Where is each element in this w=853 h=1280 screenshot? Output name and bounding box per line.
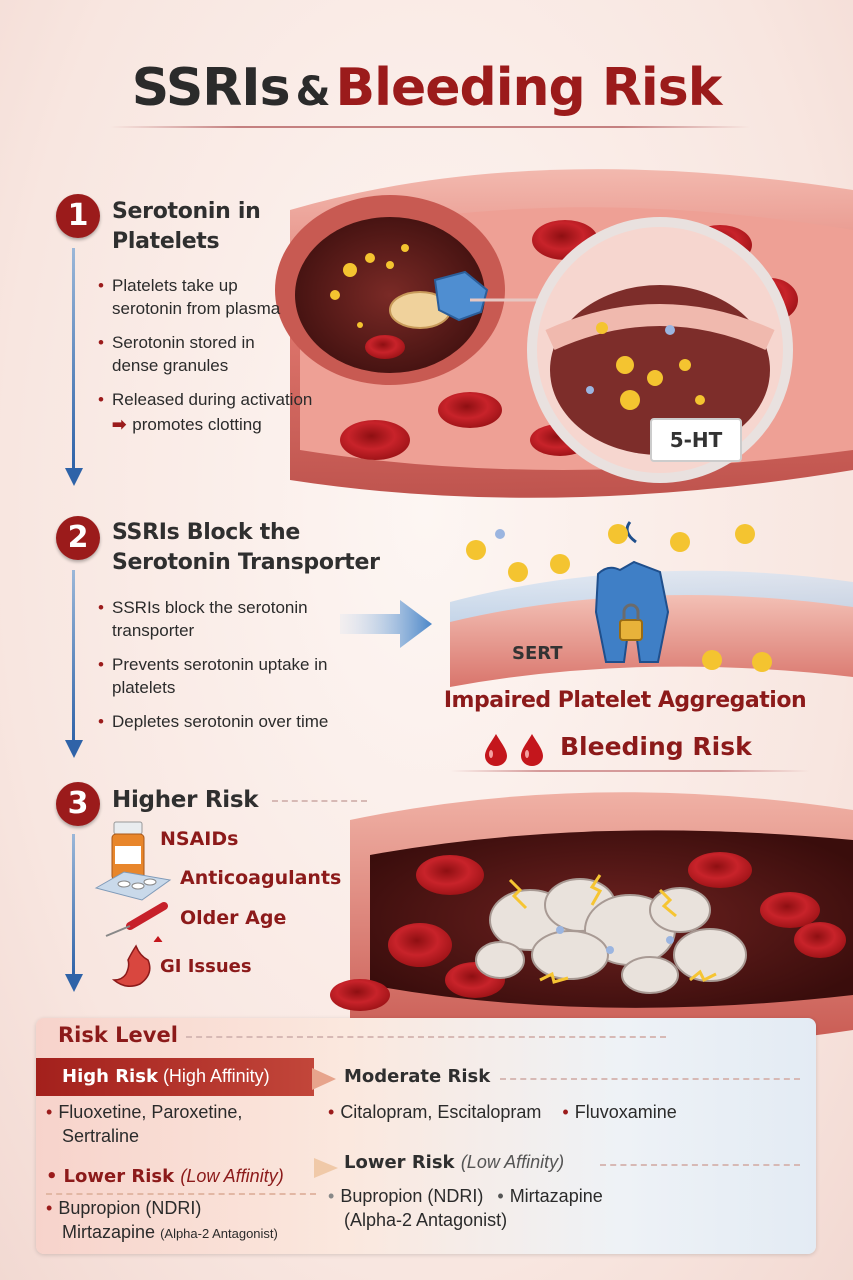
bullet-icon: • — [562, 1102, 569, 1122]
moderate-drugs1: Citalopram, Escitalopram — [340, 1102, 542, 1122]
moderate-drugs2: Fluvoxamine — [574, 1102, 677, 1122]
high-risk-heading: High Risk (High Affinity) — [62, 1066, 270, 1087]
lower-right-label: Lower Risk — [344, 1152, 455, 1173]
lower-right-drugs1: Bupropion (NDRI) — [340, 1186, 484, 1206]
section2-bullet: SSRIs block the serotonin transporter — [98, 596, 348, 642]
sert-label: SERT — [512, 643, 563, 664]
lower-risk-right-heading: Lower Risk (Low Affinity) — [344, 1152, 564, 1173]
right-arrow-icon: ➡ — [112, 415, 127, 434]
section3-title: Higher Risk — [112, 787, 259, 813]
section1-bullet: Platelets take up serotonin from plasma — [98, 274, 298, 320]
section1-title: Serotonin in Platelets — [112, 197, 261, 257]
moderate-risk-drugs: •Citalopram, Escitalopram •Fluvoxamine — [328, 1100, 677, 1124]
syringe-icon — [105, 902, 168, 942]
title-part2: Bleeding Risk — [335, 58, 723, 118]
risk-item-gi-issues: GI Issues — [160, 956, 252, 977]
lower-left-line2-note: (Alpha-2 Antagonist) — [160, 1226, 278, 1241]
serotonin-5ht-label: 5-HT — [650, 418, 742, 462]
clot-vessel-illustration — [330, 792, 853, 1048]
section2-bullet: Depletes serotonin over time — [98, 710, 348, 733]
bullet-icon: • — [328, 1186, 335, 1206]
moderate-divider — [500, 1078, 800, 1080]
bullet-icon: • — [46, 1198, 53, 1218]
pill-blister-icon — [94, 871, 172, 901]
blood-drop-icon — [485, 734, 543, 766]
lower-right-note: (Alpha-2 Antagonist) — [344, 1210, 508, 1230]
vessel-illustration-1 — [275, 169, 853, 498]
high-risk-drugs-line1: Fluoxetine, Paroxetine, — [58, 1102, 243, 1122]
section1-flow-line — [72, 248, 75, 470]
section1-arrow-text: promotes clotting — [132, 415, 262, 434]
section2-bullet: Prevents serotonin uptake in platelets — [98, 653, 332, 699]
section1-flow-arrow-icon — [65, 468, 83, 486]
high-risk-drugs: •Fluoxetine, Paroxetine, Sertraline — [46, 1100, 242, 1148]
section1-bullets: Platelets take up serotonin from plasma … — [98, 274, 312, 436]
risk-item-older-age: Older Age — [180, 907, 287, 929]
lower-right-qualifier: (Low Affinity) — [460, 1152, 565, 1172]
lower-left-drugs: •Bupropion (NDRI) Mirtazapine (Alpha-2 A… — [46, 1196, 278, 1246]
bullet-icon: • — [497, 1186, 504, 1206]
risk-level-title: Risk Level — [58, 1023, 178, 1047]
impaired-aggregation-label: Impaired Platelet Aggregation — [443, 688, 807, 713]
section1-bullet: Released during activation — [98, 388, 312, 411]
lower-left-line2: Mirtazapine — [62, 1222, 156, 1242]
lower-left-label: Lower Risk — [63, 1166, 175, 1187]
bullet-icon: • — [328, 1102, 335, 1122]
lower-right-drugs2: Mirtazapine — [509, 1186, 603, 1206]
lower-right-divider — [600, 1164, 800, 1166]
stomach-icon — [111, 944, 151, 987]
lower-left-divider — [46, 1193, 316, 1195]
bullet-icon: • — [46, 1102, 53, 1122]
title-divider — [110, 126, 750, 128]
section2-title: SSRIs Block the Serotonin Transporter — [112, 518, 380, 578]
section3-number: 3 — [56, 782, 100, 826]
section1-title-line2: Platelets — [112, 229, 220, 254]
high-risk-arrow-icon — [312, 1068, 336, 1090]
section3-flow-arrow-icon — [65, 974, 83, 992]
lower-risk-arrow-icon — [314, 1158, 338, 1178]
section2-title-line1: SSRIs Block the — [112, 520, 300, 545]
lower-left-line1: Bupropion (NDRI) — [58, 1198, 202, 1218]
bullet-icon: • — [46, 1166, 58, 1187]
moderate-risk-heading: Moderate Risk — [344, 1066, 491, 1087]
section2-flow-arrow-icon — [65, 740, 83, 758]
sert-arrow-icon — [340, 600, 432, 648]
section1-bullet: Serotonin stored in dense granules — [98, 331, 298, 377]
section2-title-line2: Serotonin Transporter — [112, 550, 380, 575]
section3-flow-line — [72, 834, 75, 976]
risk-item-anticoagulants: Anticoagulants — [180, 867, 342, 889]
high-risk-drugs-line2: Sertraline — [62, 1126, 140, 1146]
title-part1: SSRIs — [131, 58, 291, 118]
bleeding-divider — [450, 770, 810, 772]
lower-left-qualifier: (Low Affinity) — [180, 1166, 284, 1186]
page-title: SSRIs&Bleeding Risk — [0, 58, 853, 118]
section1-title-line1: Serotonin in — [112, 199, 261, 224]
bleeding-risk-label: Bleeding Risk — [560, 732, 752, 761]
risk-level-panel — [36, 1018, 816, 1254]
lower-risk-left-heading: •Lower Risk (Low Affinity) — [46, 1166, 284, 1187]
lower-right-drugs: •Bupropion (NDRI)•Mirtazapine (Alpha-2 A… — [328, 1184, 603, 1232]
title-amp: & — [295, 69, 331, 115]
pill-bottle-icon — [111, 821, 145, 881]
sert-transporter-illustration — [450, 521, 853, 687]
section1-arrow-line: ➡ promotes clotting — [98, 413, 298, 436]
high-risk-label: High Risk — [62, 1066, 158, 1087]
high-risk-qualifier: (High Affinity) — [162, 1066, 270, 1086]
risk-item-nsaids: NSAIDs — [160, 828, 239, 850]
section3-divider — [272, 800, 367, 802]
high-risk-banner: High Risk (High Affinity) — [36, 1058, 314, 1096]
section2-number: 2 — [56, 516, 100, 560]
section2-flow-line — [72, 570, 75, 742]
section1-number: 1 — [56, 194, 100, 238]
section2-bullets: SSRIs block the serotonin transporter Pr… — [98, 596, 348, 744]
risk-level-divider — [186, 1036, 666, 1038]
